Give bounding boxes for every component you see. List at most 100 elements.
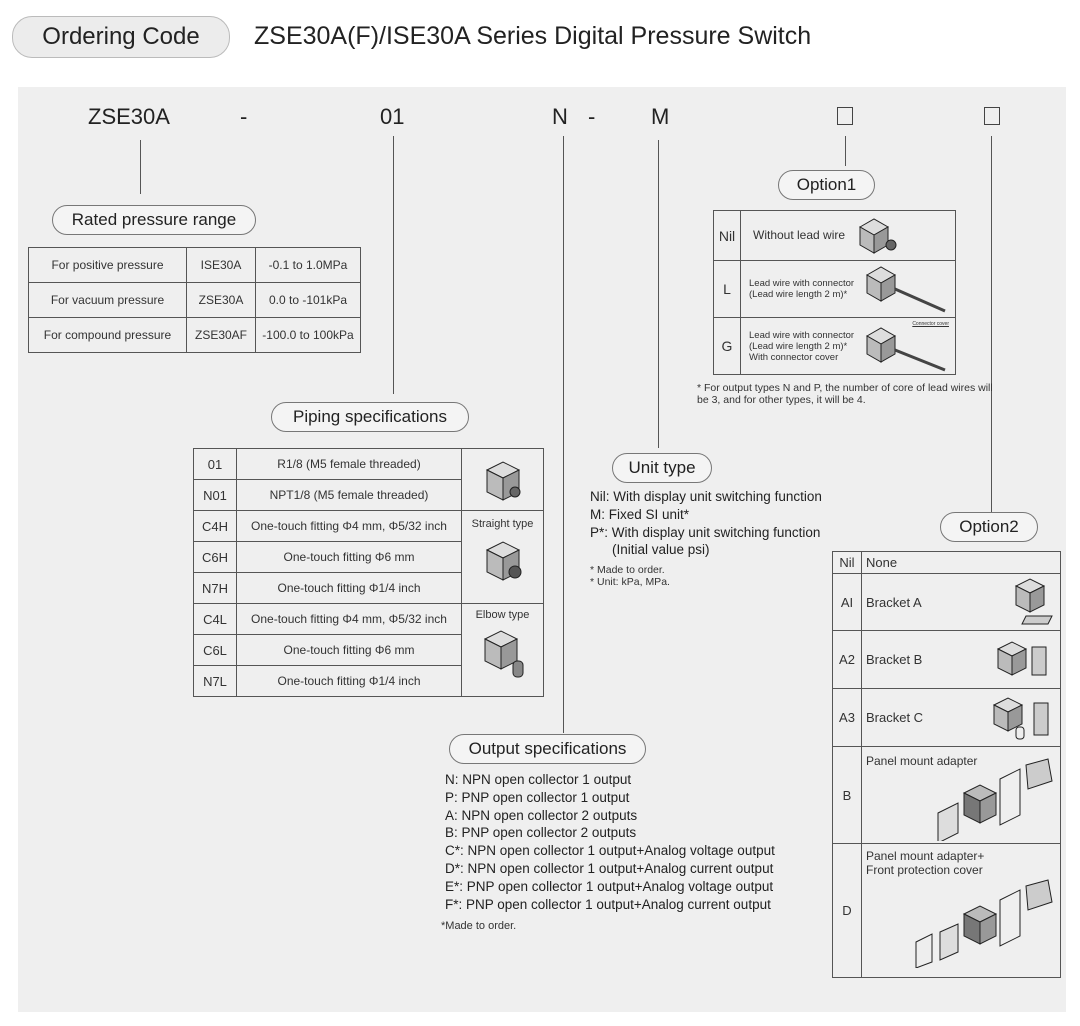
code-dash: - [240,104,248,129]
switch-lead-wire-icon [865,266,946,313]
piping-code: C4H [193,510,237,542]
straight-fitting-icon [485,541,521,581]
pressure-label: For compound pressure [28,317,187,353]
option1-desc: Lead wire with connector (Lead wire leng… [740,317,956,375]
option1-note: * For output types N and P, the number o… [697,382,993,406]
pressure-switch-icon [485,460,520,501]
pressure-range: -0.1 to 1.0MPa [255,247,361,283]
option1-code: Nil [713,210,741,261]
option2-code: A3 [832,688,862,747]
table-row: For compound pressure ZSE30AF -100.0 to … [28,317,361,353]
piping-code: N7L [193,665,237,697]
option2-desc-line: Panel mount adapter+ [866,849,985,863]
output-spec-item: B: PNP open collector 2 outputs [445,825,637,841]
code-dash: - [588,104,596,129]
output-spec-list: N: NPN open collector 1 output P: PNP op… [445,771,775,913]
piping-code: C6L [193,634,237,666]
code-model: ZSE30A [88,104,170,129]
connector-line [845,136,846,166]
option1-table: Nil Without lead wire L Lead wire with c… [713,210,956,375]
piping-desc: One-touch fitting Φ1/4 inch [236,665,462,697]
elbow-type-cell: Elbow type [461,603,544,697]
option2-desc: Bracket A [861,573,1061,631]
option2-desc-line: Panel mount adapter [866,754,978,768]
pressure-model: ISE30A [186,247,256,283]
table-row: For vacuum pressure ZSE30A 0.0 to -101kP… [28,282,361,318]
switch-no-wire-icon [859,217,897,254]
option2-desc-line: Bracket B [866,652,923,667]
output-spec-note: *Made to order. [441,920,517,932]
option1-code: L [713,260,741,318]
connector-line [393,136,394,394]
output-spec-item: E*: PNP open collector 1 output+Analog v… [445,878,774,894]
option2-placeholder-box [984,107,1000,125]
option2-code: Nil [832,551,862,574]
option2-desc-line: Front protection cover [866,863,983,877]
unit-type-list: Nil: With display unit switching functio… [590,488,822,559]
option2-desc: Panel mount adapter+ Front protection co… [861,843,1061,978]
panel-mount-adapter-icon [937,758,1053,841]
switch-connector-cover-icon [865,327,946,372]
option2-desc-line: Bracket A [866,594,922,610]
bracket-a-icon [1014,578,1053,625]
straight-type-cell: Straight type [461,510,544,604]
table-row: C4L One-touch fitting Φ4 mm, Φ5/32 inch … [193,603,544,697]
pressure-range: -100.0 to 100kPa [255,317,361,353]
piping-code: N01 [193,479,237,511]
option2-desc-line: Bracket C [866,710,924,725]
piping-code: C4L [193,603,237,635]
piping-desc: NPT1/8 (M5 female threaded) [236,479,462,511]
output-spec-title: Output specifications [449,734,646,764]
table-row: D Panel mount adapter+ Front protection … [832,843,1061,978]
rated-pressure-title: Rated pressure range [52,205,256,235]
output-spec-item: A: NPN open collector 2 outputs [445,807,638,823]
option1-title: Option1 [778,170,875,200]
option2-desc: Bracket C [861,688,1061,747]
connector-line [658,140,659,448]
straight-type-label: Straight type [471,518,534,530]
connector-line [991,136,992,512]
table-row: For positive pressure ISE30A -0.1 to 1.0… [28,247,361,283]
table-row: Nil None [832,551,1061,574]
option2-code: B [832,746,862,844]
bracket-c-icon [992,697,1049,740]
table-row: B Panel mount adapter [832,746,1061,844]
output-spec-item: C*: NPN open collector 1 output+Analog v… [445,843,775,859]
elbow-type-label: Elbow type [475,609,530,621]
option1-desc: Lead wire with connector (Lead wire leng… [740,260,956,318]
piping-image-cell [461,448,544,511]
output-spec-item: F*: PNP open collector 1 output+Analog c… [445,896,771,912]
pressure-model: ZSE30AF [186,317,256,353]
unit-type-title: Unit type [612,453,712,483]
piping-desc: One-touch fitting Φ4 mm, Φ5/32 inch [236,510,462,542]
pressure-label: For positive pressure [28,247,187,283]
bracket-b-icon [996,641,1047,676]
table-row: A2 Bracket B [832,630,1061,689]
unit-type-item: M: Fixed SI unit* [590,506,690,522]
option1-desc: Without lead wire [740,210,956,261]
piping-desc: One-touch fitting Φ4 mm, Φ5/32 inch [236,603,462,635]
code-unit: M [651,104,670,129]
unit-type-note: * Unit: kPa, MPa. [590,576,670,588]
piping-title: Piping specifications [271,402,469,432]
connector-line [140,140,141,194]
rated-pressure-table: For positive pressure ISE30A -0.1 to 1.0… [28,247,361,353]
pressure-range: 0.0 to -101kPa [255,282,361,318]
piping-desc: One-touch fitting Φ1/4 inch [236,572,462,604]
unit-type-item: Nil: With display unit switching functio… [590,489,822,504]
piping-code: 01 [193,448,237,480]
option1-desc-line: (Lead wire length 2 m)* [749,340,848,352]
ordering-code-badge: Ordering Code [12,16,230,58]
panel-mount-front-cover-icon [915,879,1053,968]
page-title: ZSE30A(F)/ISE30A Series Digital Pressure… [254,22,812,50]
table-row: AI Bracket A [832,573,1061,631]
piping-code: C6H [193,541,237,573]
piping-desc: R1/8 (M5 female threaded) [236,448,462,480]
table-row: N7H One-touch fitting Φ1/4 inch [193,572,544,604]
table-row: N7L One-touch fitting Φ1/4 inch [193,665,544,697]
pressure-label: For vacuum pressure [28,282,187,318]
unit-type-item: (Initial value psi) [612,542,710,558]
option1-code: G [713,317,741,375]
table-row: 01 R1/8 (M5 female threaded) [193,448,544,511]
table-row: C6L One-touch fitting Φ6 mm [193,634,544,666]
